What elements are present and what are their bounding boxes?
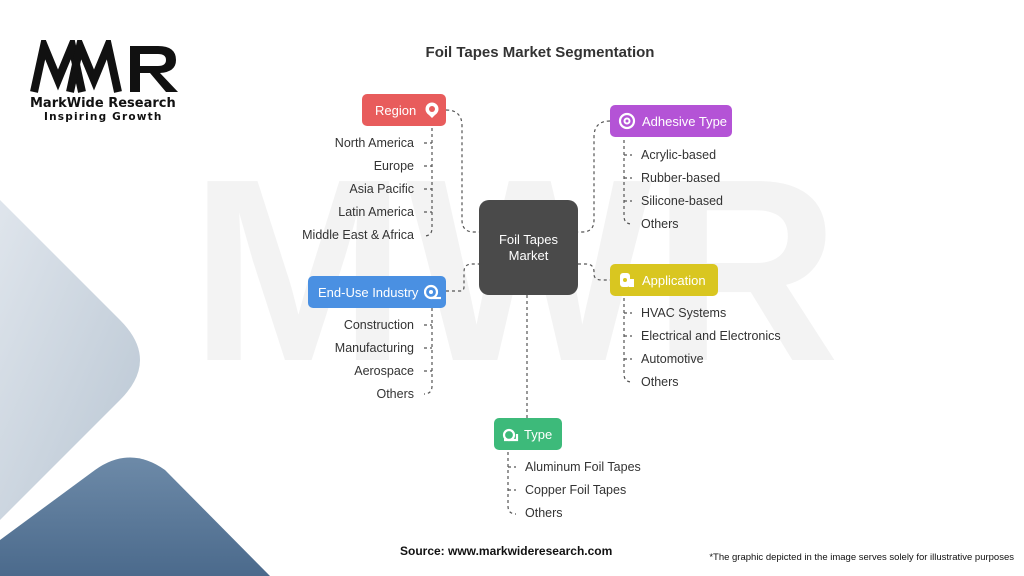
bracket-type <box>507 452 517 515</box>
list-item: HVAC Systems <box>641 306 727 320</box>
gear-location-icon <box>425 102 439 118</box>
connector-end-use <box>446 263 479 292</box>
list-item: Others <box>376 387 414 401</box>
category-end-use-label: End-Use Industry <box>318 284 419 300</box>
category-region: Region <box>362 94 446 126</box>
category-end-use: End-Use Industry <box>308 276 446 308</box>
category-type: Type <box>494 418 562 450</box>
list-item: Aluminum Foil Tapes <box>525 460 641 474</box>
list-item: Middle East & Africa <box>302 228 414 242</box>
bracket-adhesive <box>623 140 633 225</box>
list-item: Construction <box>343 318 414 332</box>
connector-adhesive <box>578 120 611 233</box>
connector-application <box>578 263 610 281</box>
light-diamond-shape <box>0 200 140 520</box>
category-application: Application <box>610 264 718 296</box>
list-item: Aerospace <box>354 364 414 378</box>
list-item: Rubber-based <box>641 171 721 185</box>
category-region-label: Region <box>375 102 417 118</box>
list-item: Electrical and Electronics <box>641 329 781 343</box>
category-adhesive-type: Adhesive Type <box>610 105 732 137</box>
disclaimer-note: *The graphic depicted in the image serve… <box>709 552 1014 563</box>
diagram-title: Foil Tapes Market Segmentation <box>425 44 655 61</box>
list-item: Latin America <box>338 205 414 219</box>
bracket-application <box>623 298 633 383</box>
list-item: Others <box>641 217 679 231</box>
center-node: Foil Tapes Market <box>479 200 578 295</box>
bracket-region <box>423 128 433 237</box>
category-adhesive-type-label: Adhesive Type <box>642 113 728 129</box>
tape-roll-icon <box>620 273 634 287</box>
dark-diamond-shape <box>0 457 270 576</box>
logo-mark-icon <box>30 40 178 93</box>
center-node-label: Foil Tapes Market <box>498 231 558 263</box>
tape-dispenser-icon <box>502 428 519 442</box>
list-item: Others <box>525 506 563 520</box>
tape-roll-icon <box>618 112 636 130</box>
list-item: Automotive <box>641 352 704 366</box>
bracket-end-use <box>423 308 433 395</box>
brand-name: MarkWide Research <box>30 96 176 111</box>
connector-region <box>445 109 479 233</box>
list-item: Silicone-based <box>641 194 723 208</box>
category-application-label: Application <box>642 272 706 288</box>
source-text: Source: www.markwideresearch.com <box>400 544 613 558</box>
category-type-label: Type <box>524 426 553 442</box>
list-item: Acrylic-based <box>641 148 717 162</box>
list-item: Copper Foil Tapes <box>525 483 627 497</box>
list-item: Manufacturing <box>334 341 414 355</box>
list-item: Others <box>641 375 679 389</box>
brand-logo: MarkWide Research Inspiring Growth <box>30 40 195 123</box>
tape-roll-icon <box>424 284 442 300</box>
list-item: Europe <box>373 159 414 173</box>
brand-tagline: Inspiring Growth <box>44 111 163 123</box>
list-item: North America <box>334 136 414 150</box>
list-item: Asia Pacific <box>349 182 414 196</box>
